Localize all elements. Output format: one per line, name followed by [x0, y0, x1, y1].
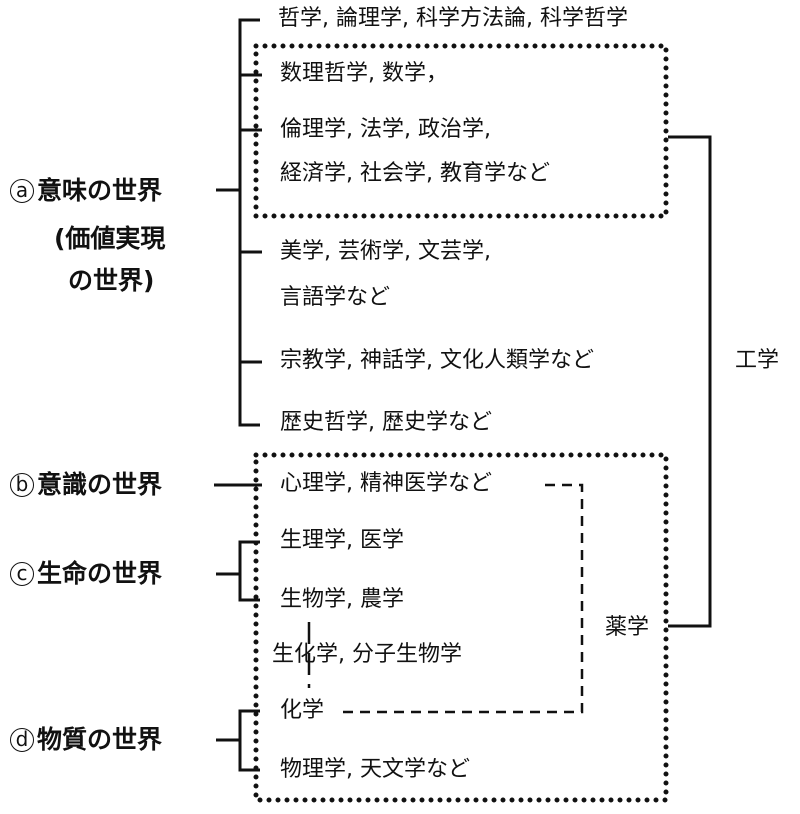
item-physiology: 生理学, 医学: [280, 528, 404, 553]
badge-c: c: [10, 562, 34, 586]
category-a-label: 意味の世界: [37, 176, 163, 205]
category-d-label: 物質の世界: [37, 725, 163, 754]
category-b-label: 意識の世界: [37, 470, 163, 499]
label-engineering: 工学: [735, 348, 780, 373]
dotted-box-pharmacy: [253, 452, 669, 803]
badge-b: b: [10, 473, 34, 497]
dotted-box-ethics: [253, 43, 669, 219]
category-a-sub1: (価値実現: [54, 224, 166, 253]
bracket-engineering: [668, 135, 712, 628]
badge-d: d: [10, 728, 34, 752]
label-pharmacy: 薬学: [605, 615, 650, 640]
item-biology: 生物学, 農学: [280, 587, 404, 612]
item-religion: 宗教学, 神話学, 文化人類学など: [280, 348, 594, 373]
badge-a: a: [10, 179, 34, 203]
item-philosophy: 哲学, 論理学, 科学方法論, 科学哲学: [278, 6, 628, 31]
item-chemistry: 化学: [280, 698, 325, 723]
item-aesthetics-1: 美学, 芸術学, 文芸学,: [280, 239, 491, 264]
item-psychology: 心理学, 精神医学など: [280, 471, 492, 496]
bracket-c: [238, 540, 260, 602]
item-ethics-2: 経済学, 社会学, 教育学など: [280, 161, 550, 186]
item-ethics-1: 倫理学, 法学, 政治学,: [280, 117, 491, 142]
link-psychology-chemistry: [342, 483, 584, 714]
item-math: 数理哲学, 数学，: [280, 61, 448, 86]
category-c-label: 生命の世界: [37, 559, 163, 588]
item-physics: 物理学, 天文学など: [280, 757, 470, 782]
bracket-a: [238, 18, 260, 427]
item-history: 歴史哲学, 歴史学など: [280, 410, 492, 435]
category-a-sub2: の世界): [68, 266, 155, 295]
item-aesthetics-2: 言語学など: [280, 285, 391, 310]
item-biochem: 生化学, 分子生物学: [272, 642, 462, 667]
